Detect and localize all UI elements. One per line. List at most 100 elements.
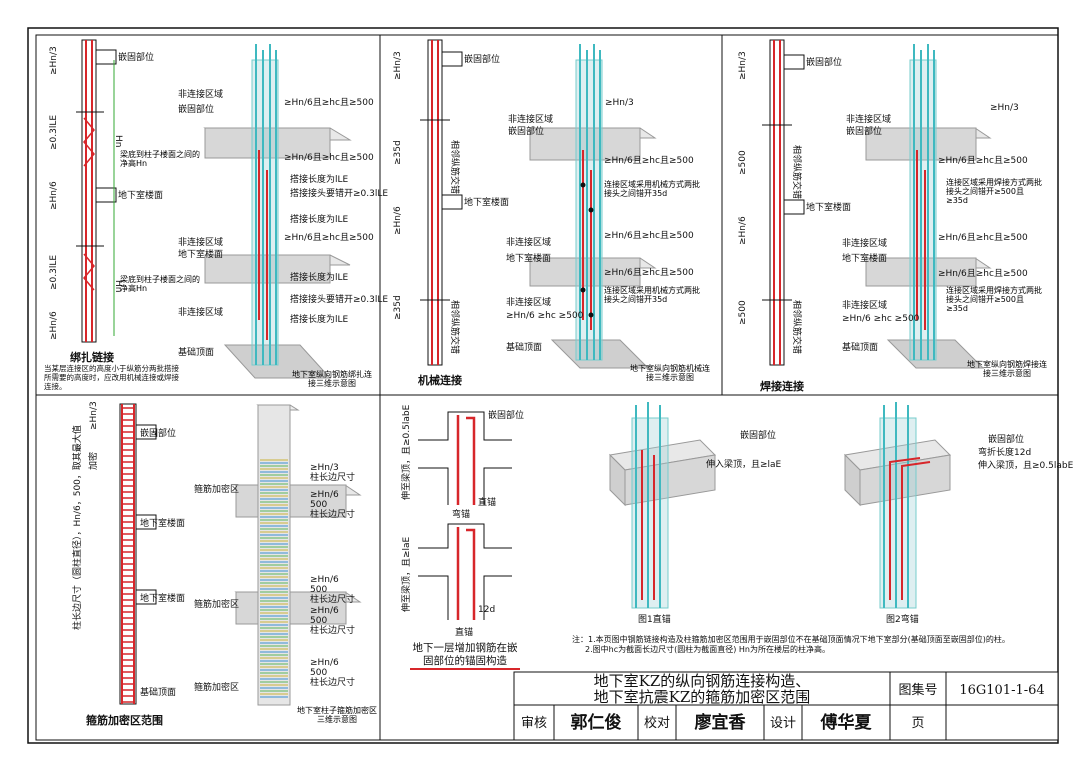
weld-caption: 地下室纵向钢筋焊接连接三维示意图 xyxy=(967,360,1047,378)
svg-text:地下室楼面: 地下室楼面 xyxy=(140,517,185,529)
mech-label-side: ≥Hn/6 ≥hc ≥500 xyxy=(506,311,584,321)
stirrup-c3c: 柱长边尺寸 xyxy=(310,593,355,605)
mech-label-non-conn: 非连接区域 xyxy=(508,113,553,125)
lap-label-lap-len2: 搭接长度为lLE xyxy=(290,213,349,225)
anchor-vert2: 伸至梁顶，且≥laE xyxy=(400,536,412,612)
weld-label-cond3: ≥Hn/6且≥hc且≥500 xyxy=(938,268,1028,279)
mech-label-embed: 嵌固部位 xyxy=(508,125,544,137)
svg-text:地下室楼面: 地下室楼面 xyxy=(140,592,185,604)
svg-text:相邻纵筋交错: 相邻纵筋交错 xyxy=(449,300,461,354)
anchor-bend12: 12d xyxy=(478,605,495,615)
stirrup-ticks xyxy=(122,407,134,703)
lap-label-lap-len: 搭接长度为lLE xyxy=(290,173,349,185)
stirrup-bands xyxy=(260,459,288,698)
stirrup-c4b: 500 xyxy=(310,616,327,626)
weld-label-non-conn: 非连接区域 xyxy=(846,113,891,125)
panel-stirrup: 嵌固部位 地下室楼面 地下室楼面 基础顶面 柱长边尺寸（圆柱直径），Hn/6，5… xyxy=(71,401,377,727)
anchor-note2: 2.图中hc为截面长边尺寸(圆柱为截面直径) Hn为所在楼层的柱净高。 xyxy=(585,644,830,654)
panel-lap-splice: Hn Hn ≥Hn/3 ≥0.3lLE ≥Hn/6 ≥0.3lLE ≥Hn/6 … xyxy=(44,39,388,391)
lap-label-cond-mid: ≥Hn/6且≥hc且≥500 xyxy=(284,152,374,163)
lap-label-lap-stagger: 搭接接头要错开≥0.3lLE xyxy=(290,187,388,199)
svg-text:≥Hn/3: ≥Hn/3 xyxy=(49,46,59,75)
title-line1: 地下室KZ的纵向钢筋连接构造、 xyxy=(594,672,811,690)
anchor-fig2: 图2弯锚 xyxy=(886,613,919,625)
anchor-fig2-embed: 嵌固部位 xyxy=(988,433,1024,445)
lap-label-non-conn-1: 非连接区域 xyxy=(178,88,223,100)
mech-label-method2: 连接区域采用机械方式两批接头之间错开35d xyxy=(604,286,700,304)
anchor-bend: 弯锚 xyxy=(452,508,470,520)
svg-text:嵌固部位: 嵌固部位 xyxy=(118,51,154,63)
svg-text:地下室楼面: 地下室楼面 xyxy=(464,196,509,208)
lap-caption: 地下室纵向钢筋绑扎连接三维示意图 xyxy=(292,370,372,388)
svg-text:≥0.3lLE: ≥0.3lLE xyxy=(49,115,59,150)
lap-label-lap-len3: 搭接长度为lLE xyxy=(290,271,349,283)
mech-label-cond1: ≥Hn/6且≥hc且≥500 xyxy=(604,155,694,166)
weld-label-side: ≥Hn/6 ≥hc ≥500 xyxy=(842,314,920,324)
panel-welded: ≥Hn/3 ≥500 ≥Hn/6 ≥500 相邻纵筋交错 相邻纵筋交错 嵌固部位… xyxy=(738,39,1047,393)
mech-label-floor: 地下室楼面 xyxy=(506,252,551,264)
title-line2: 地下室抗震KZ的箍筋加密区范围 xyxy=(594,688,811,706)
lap-label-lap-stagger2: 搭接接头要错开≥0.3lLE xyxy=(290,293,388,305)
svg-text:≥Hn/3: ≥Hn/3 xyxy=(89,401,99,430)
checker-signature: 廖宜香 xyxy=(695,712,746,733)
lap-label-beam-gap2: 梁底到柱子楼面之间的净高Hn xyxy=(120,275,200,293)
lap-label-basement-floor: 地下室楼面 xyxy=(178,248,223,260)
mech-label-cond3: ≥Hn/6且≥hc且≥500 xyxy=(604,267,694,278)
stirrup-c1: ≥Hn/3 xyxy=(310,463,339,473)
mech-caption: 地下室纵向钢筋机械连接三维示意图 xyxy=(630,364,710,382)
anchor-fig1: 图1直锚 xyxy=(638,613,671,625)
weld-label-method1: 连接区域采用焊接方式两批接头之间错开≥500且≥35d xyxy=(946,178,1042,205)
check-label: 校对 xyxy=(644,715,670,731)
lap-label-cond-bot: ≥Hn/6且≥hc且≥500 xyxy=(284,232,374,243)
svg-text:基础顶面: 基础顶面 xyxy=(140,686,176,698)
mech-label-method1: 连接区域采用机械方式两批接头之间错开35d xyxy=(604,180,700,198)
stirrup-title: 箍筋加密区范围 xyxy=(86,713,163,727)
stirrup-dense2: 箍筋加密区 xyxy=(194,598,239,610)
anchor-fig2-into: 伸入梁顶，且≥0.5labE xyxy=(978,459,1074,471)
svg-text:≥500: ≥500 xyxy=(738,300,748,325)
reviewer-signature: 郭仁俊 xyxy=(571,712,622,733)
lap-label-non-conn-2: 非连接区域 xyxy=(178,236,223,248)
title-block: 地下室KZ的纵向钢筋连接构造、 地下室抗震KZ的箍筋加密区范围 图集号 16G1… xyxy=(513,671,1059,741)
svg-text:地下室楼面: 地下室楼面 xyxy=(806,201,851,213)
svg-text:相邻纵筋交错: 相邻纵筋交错 xyxy=(791,300,803,354)
svg-text:≥Hn/6: ≥Hn/6 xyxy=(49,311,59,340)
stirrup-side-text: 柱长边尺寸（圆柱直径），Hn/6，500，取其最大值 xyxy=(71,425,83,630)
weld-label-top: ≥Hn/3 xyxy=(990,103,1019,113)
anchor-embed: 嵌固部位 xyxy=(488,409,524,421)
mech-label-cond2: ≥Hn/6且≥hc且≥500 xyxy=(604,230,694,241)
svg-text:嵌固部位: 嵌固部位 xyxy=(140,427,176,439)
stirrup-dense3: 箍筋加密区 xyxy=(194,681,239,693)
stirrup-c3: ≥Hn/6 xyxy=(310,575,339,585)
svg-text:≥Hn/3: ≥Hn/3 xyxy=(393,51,403,80)
stirrup-c1b: 柱长边尺寸 xyxy=(310,471,355,483)
weld-label-non-conn2: 非连接区域 xyxy=(842,237,887,249)
stirrup-c5c: 柱长边尺寸 xyxy=(310,676,355,688)
review-label: 审核 xyxy=(521,716,547,731)
svg-text:相邻纵筋交错: 相邻纵筋交错 xyxy=(791,145,803,199)
anchor-vert1: 伸至梁顶，且≥0.5labE xyxy=(400,404,412,500)
weld-label-cond1: ≥Hn/6且≥hc且≥500 xyxy=(938,155,1028,166)
svg-text:Hn: Hn xyxy=(113,280,123,292)
svg-text:≥35d: ≥35d xyxy=(393,295,403,320)
stirrup-c5b: 500 xyxy=(310,668,327,678)
lap-note: 当某层连接区的高度小于纵筋分两批搭接所需要的高度时，应改用机械连接或焊接连接。 xyxy=(44,364,179,391)
svg-text:地下室楼面: 地下室楼面 xyxy=(118,189,163,201)
svg-text:≥35d: ≥35d xyxy=(393,140,403,165)
svg-text:相邻纵筋交错: 相邻纵筋交错 xyxy=(449,140,461,194)
lap-label-non-conn-3: 非连接区域 xyxy=(178,306,223,318)
anchor-straight: 直锚 xyxy=(478,496,496,508)
lap-label-cond-top: ≥Hn/6且≥hc且≥500 xyxy=(284,97,374,108)
weld-label-embed: 嵌固部位 xyxy=(846,125,882,137)
lap-label-base-top: 基础顶面 xyxy=(178,346,214,358)
mech-label-top: ≥Hn/3 xyxy=(605,98,634,108)
svg-text:嵌固部位: 嵌固部位 xyxy=(464,53,500,65)
panel-anchorage: 伸至梁顶，且≥0.5labE 嵌固部位 弯锚 直锚 伸至梁顶，且≥laE 12d… xyxy=(400,402,1074,670)
stirrup-c2c: 柱长边尺寸 xyxy=(310,508,355,520)
mech-title: 机械连接 xyxy=(418,373,462,387)
stirrup-c3b: 500 xyxy=(310,585,327,595)
svg-text:≥Hn/6: ≥Hn/6 xyxy=(393,206,403,235)
panel-mechanical: ≥Hn/3 ≥35d ≥Hn/6 ≥35d 相邻纵筋交错 相邻纵筋交错 嵌固部位… xyxy=(393,39,710,387)
atlas-number: 16G101-1-64 xyxy=(959,683,1044,698)
